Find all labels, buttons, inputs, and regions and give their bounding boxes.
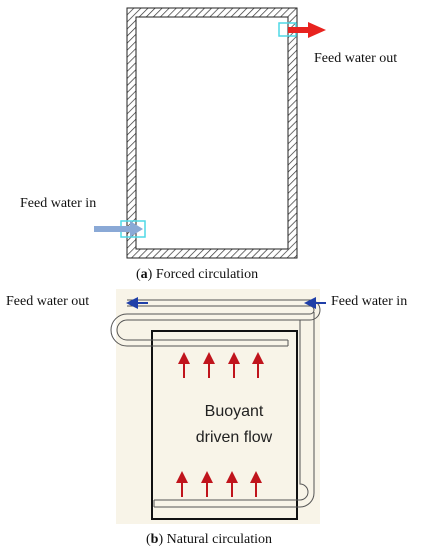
outlet-arrow <box>288 22 326 38</box>
flow-arrows-bottom <box>176 471 262 497</box>
feed-water-out-label-b: Feed water out <box>6 294 89 309</box>
tank <box>151 330 298 520</box>
feed-water-in-label-b: Feed water in <box>331 294 407 309</box>
inlet-arrow <box>94 221 143 237</box>
feed-water-out-label-a: Feed water out <box>314 51 397 66</box>
driven-flow-label: driven flow <box>196 429 273 446</box>
buoyant-label: Buoyant <box>205 403 264 420</box>
u-tube-right <box>153 312 315 508</box>
feed-water-in-label-a: Feed water in <box>20 196 96 211</box>
caption-b: (b) Natural circulation <box>146 532 272 547</box>
panel-b: Feed water out Feed water in Buoyant dri… <box>6 289 407 547</box>
flow-arrows-top <box>178 352 264 378</box>
panel-a: Feed water out Feed water in (a) Forced … <box>20 7 397 282</box>
vessel-wall <box>126 7 298 259</box>
caption-a: (a) Forced circulation <box>136 267 258 282</box>
